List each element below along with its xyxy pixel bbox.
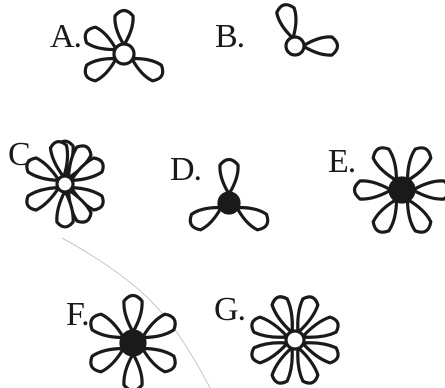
- lobe-a-2: [132, 58, 163, 80]
- lobe-e-3: [413, 181, 445, 199]
- lobe-d-2: [237, 207, 268, 229]
- lobe-e-5: [373, 200, 396, 233]
- lobe-e-6: [355, 181, 392, 199]
- lobe-f-6: [91, 314, 124, 337]
- figure-e: [355, 148, 445, 232]
- lobe-f-4: [124, 354, 142, 388]
- lobe-f-5: [91, 349, 124, 372]
- center-atom-b: [286, 37, 304, 55]
- lobe-a-1: [115, 11, 133, 46]
- figure-c: [27, 141, 103, 227]
- lobe-f-1: [124, 296, 142, 333]
- figure-b: [277, 5, 338, 55]
- figure-d: [190, 160, 267, 230]
- center-atom-d: [219, 193, 239, 213]
- figure-a: [85, 11, 162, 81]
- lobe-a-4: [85, 27, 116, 49]
- center-atom-c: [57, 176, 73, 192]
- lobe-b-2: [303, 37, 338, 55]
- lobe-d-1: [220, 160, 238, 195]
- figure-f: [91, 296, 175, 388]
- figure-g: [252, 297, 338, 383]
- center-atom-g: [286, 331, 304, 349]
- lobe-e-1: [373, 148, 396, 181]
- lobe-d-3: [190, 207, 221, 229]
- lobe-c-7: [27, 188, 59, 211]
- lobe-b-1: [277, 5, 296, 39]
- lobe-f-3: [143, 349, 176, 372]
- center-atom-a: [114, 44, 134, 64]
- lobe-e-2: [408, 148, 431, 181]
- lobe-a-3: [85, 58, 116, 80]
- lobe-e-4: [408, 200, 431, 233]
- lobe-f-2: [143, 314, 176, 337]
- center-atom-e: [390, 178, 414, 202]
- center-atom-f: [121, 331, 145, 355]
